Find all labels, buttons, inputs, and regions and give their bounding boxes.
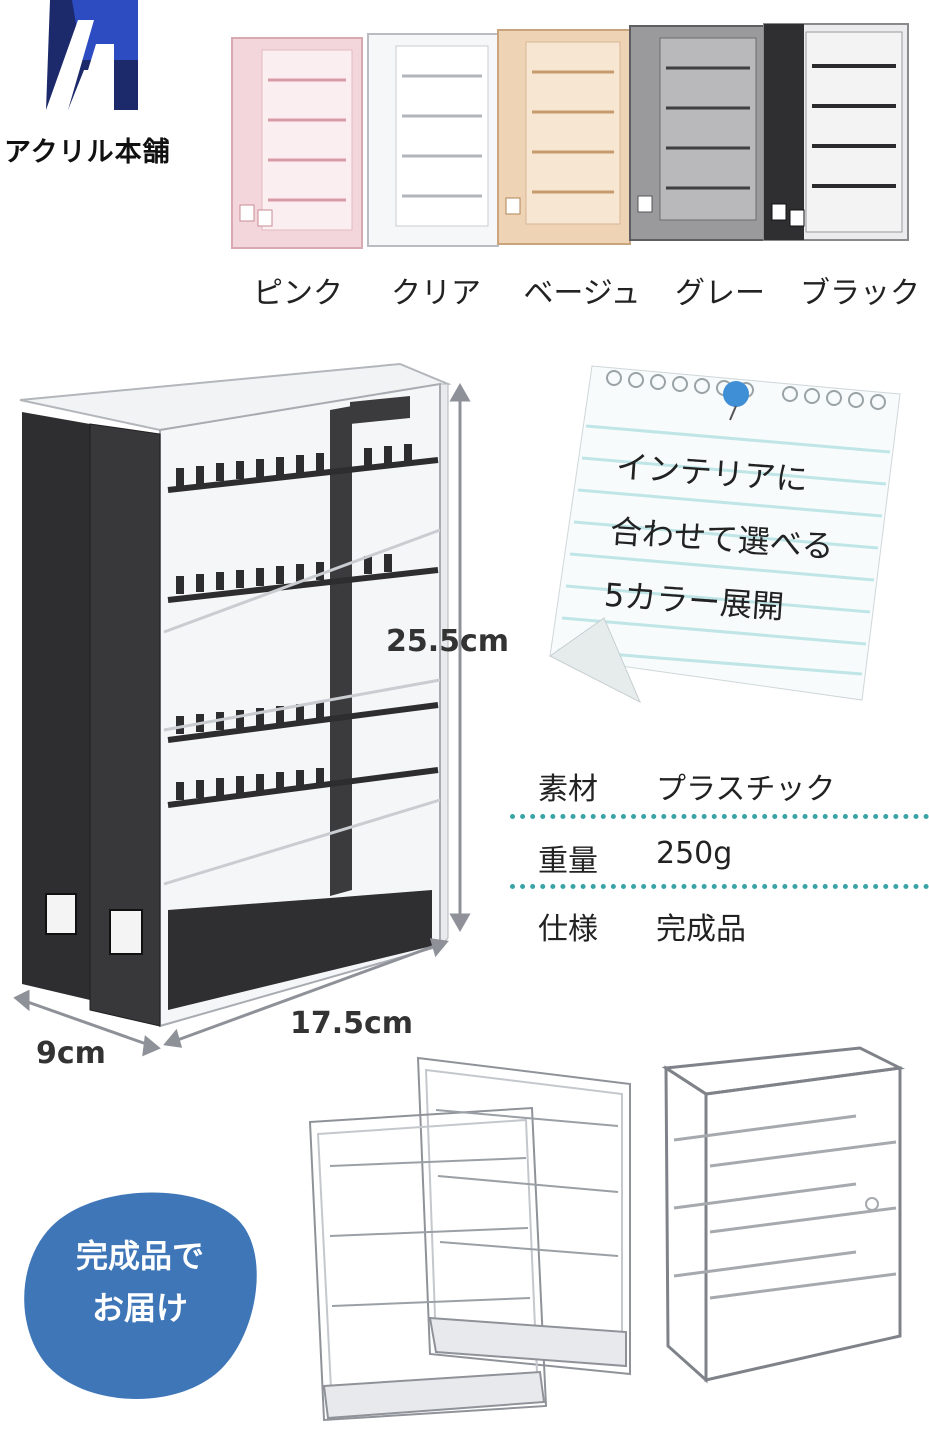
case-pink (231, 37, 363, 249)
dimension-height-label: 25.5cm (386, 624, 510, 659)
color-label-black: ブラック (800, 276, 920, 311)
color-variant-cases (231, 23, 909, 249)
spec-key-material: 素材 (538, 772, 598, 807)
memo-note: インテリアに 合わせて選べる 5カラー展開 (544, 356, 914, 706)
dimension-depth-label: 9cm (36, 1036, 106, 1071)
spec-key-weight: 重量 (538, 844, 598, 879)
spec-key-type: 仕様 (538, 912, 598, 947)
brand-logo: アクリル本舗 (0, 0, 190, 175)
brand-name: アクリル本舗 (4, 137, 171, 168)
dimension-arrow-depth (13, 989, 161, 1057)
badge-blob (24, 1192, 257, 1399)
color-label-clear: クリア (391, 276, 481, 311)
brand-logo-mark (46, 0, 138, 110)
color-label-beige: ベージュ (523, 276, 641, 311)
delivery-badge: 完成品で お届け (22, 1186, 262, 1406)
badge-line-2: お届け (91, 1289, 188, 1327)
spec-divider-1 (510, 814, 929, 819)
clear-case-illustration (661, 1046, 906, 1384)
spec-table: 素材 プラスチック 重量 250g 仕様 完成品 (510, 760, 929, 950)
main-product-illustration (13, 362, 471, 1057)
spec-value-weight: 250g (656, 836, 733, 871)
badge-line-1: 完成品で (75, 1237, 204, 1275)
case-grey (629, 25, 767, 241)
color-label-pink: ピンク (253, 276, 343, 311)
color-variants: ピンク クリア ベージュ グレー ブラック (228, 20, 928, 311)
memo-paper (549, 365, 901, 704)
case-clear (367, 33, 499, 247)
dimension-arrow-height (449, 382, 471, 933)
dimension-arrow-width (163, 938, 449, 1048)
disassembled-parts-illustration (308, 1056, 631, 1422)
spec-divider-2 (510, 884, 929, 889)
spec-value-type: 完成品 (656, 912, 746, 947)
case-black (763, 23, 909, 241)
case-beige (497, 29, 631, 245)
color-label-grey: グレー (675, 276, 765, 311)
pushpin-icon (723, 381, 749, 407)
dimension-width-label: 17.5cm (290, 1006, 414, 1041)
spec-value-material: プラスチック (656, 772, 836, 807)
